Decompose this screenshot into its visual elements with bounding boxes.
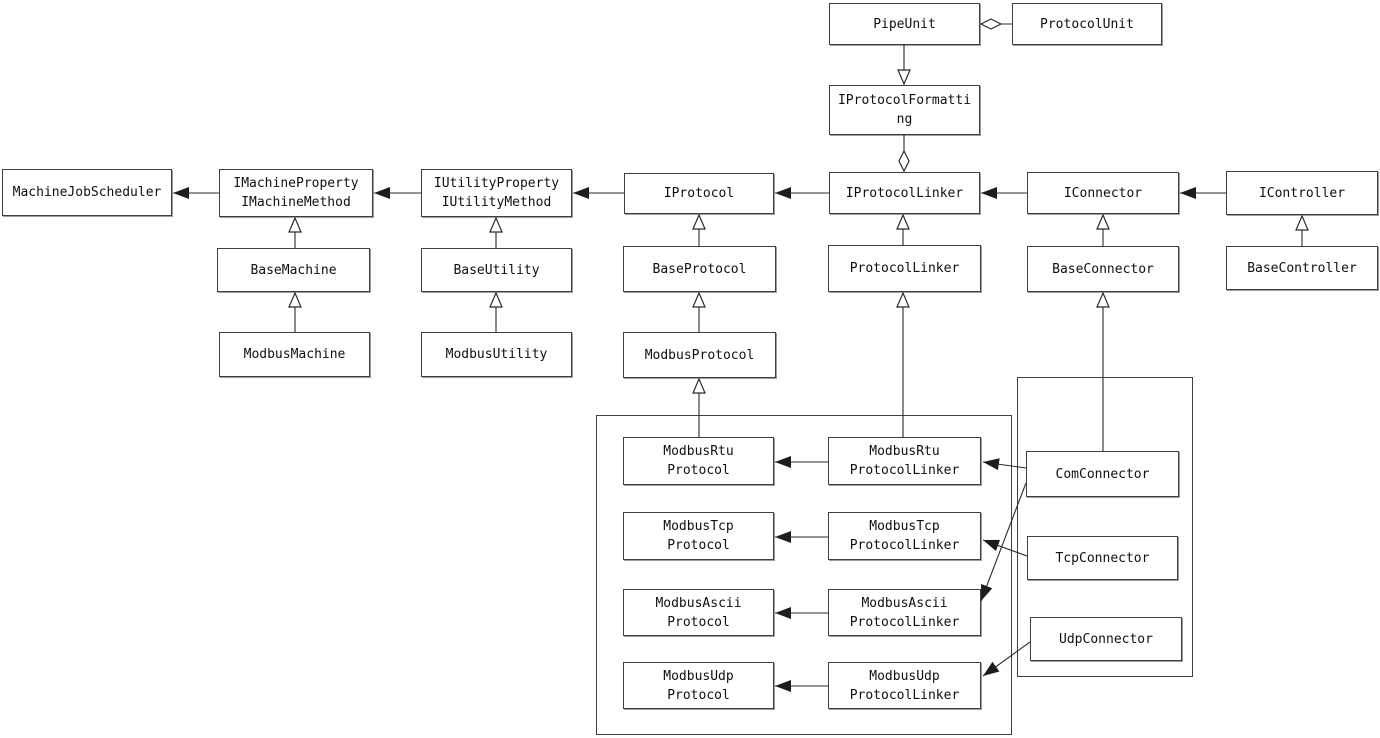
class-label: IController: [1258, 185, 1346, 201]
class-label: TcpConnector: [1055, 550, 1150, 566]
class-label: IProtocolFormatti: [837, 93, 972, 108]
class-label: BaseConnector: [1052, 261, 1154, 277]
class-label: IUtilityMethod: [441, 195, 552, 210]
class-label: IProtocol: [663, 186, 735, 201]
class-label: IUtilityProperty: [433, 176, 560, 191]
class-box-modbus-machine: ModbusMachine: [219, 332, 370, 377]
class-label: ModbusTcp: [663, 519, 734, 534]
class-label: IConnector: [1063, 185, 1143, 201]
class-box-base-controller: BaseController: [1226, 246, 1378, 290]
class-label: ModbusRtu: [663, 444, 734, 459]
class-box-base-protocol: BaseProtocol: [623, 246, 776, 292]
class-box-i-protocol: IProtocol: [624, 173, 774, 214]
class-label: ComConnector: [1055, 466, 1150, 482]
class-label: BaseMachine: [250, 262, 337, 278]
class-label: ModbusMachine: [243, 347, 346, 362]
class-box-i-connector: IConnector: [1027, 172, 1179, 214]
class-box-base-machine: BaseMachine: [217, 248, 370, 292]
class-label: Protocol: [667, 538, 730, 553]
class-box-modbus-utility: ModbusUtility: [421, 332, 572, 377]
class-box-com-connector: ComConnector: [1026, 451, 1179, 497]
class-label: ProtocolLinker: [849, 538, 960, 553]
class-box-i-controller: IController: [1226, 171, 1378, 215]
class-box-udp-connector: UdpConnector: [1030, 617, 1182, 661]
class-label: IMachineMethod: [241, 195, 351, 210]
class-label: ModbusUtility: [445, 347, 548, 362]
class-label: Protocol: [667, 687, 730, 703]
class-label: ModbusUdp: [869, 668, 940, 684]
class-box-tcp-connector: TcpConnector: [1027, 536, 1178, 580]
class-label: UdpConnector: [1059, 631, 1153, 647]
class-label: BaseUtility: [453, 262, 540, 278]
class-box-pipe-unit: PipeUnit: [829, 3, 980, 45]
class-label: MachineJobScheduler: [12, 185, 162, 200]
class-label: IProtocolLinker: [845, 185, 964, 201]
class-label: Protocol: [667, 463, 730, 478]
class-label: ProtocolLinker: [849, 463, 960, 478]
class-label: IMachineProperty: [233, 176, 359, 191]
class-label: Protocol: [667, 614, 730, 630]
class-label: ModbusUdp: [663, 668, 734, 684]
class-label: PipeUnit: [873, 16, 936, 32]
class-label: ModbusRtu: [869, 444, 940, 459]
class-box-protocol-unit: ProtocolUnit: [1012, 3, 1162, 45]
class-box-machine-job-scheduler: MachineJobScheduler: [2, 169, 172, 216]
class-box-protocol-linker: ProtocolLinker: [828, 245, 981, 292]
class-box-i-protocol-formatting: IProtocolFormatti ng: [829, 85, 980, 135]
class-box-base-utility: BaseUtility: [421, 248, 572, 292]
class-box-modbus-protocol: ModbusProtocol: [623, 332, 776, 378]
class-label: ModbusTcp: [869, 519, 940, 534]
class-box-base-connector: BaseConnector: [1027, 246, 1179, 292]
class-label: ProtocolLinker: [849, 614, 960, 630]
class-label: BaseProtocol: [652, 261, 747, 277]
class-label: ModbusAscii: [861, 595, 948, 611]
class-box-i-protocol-linker: IProtocolLinker: [829, 172, 980, 214]
class-label: ModbusAscii: [655, 595, 742, 611]
class-label: BaseController: [1247, 260, 1357, 276]
class-label: ng: [896, 112, 913, 127]
class-label: ProtocolLinker: [849, 261, 960, 276]
class-label: ModbusProtocol: [644, 347, 755, 363]
class-label: ProtocolLinker: [849, 687, 960, 703]
class-label: ProtocolUnit: [1040, 16, 1134, 32]
